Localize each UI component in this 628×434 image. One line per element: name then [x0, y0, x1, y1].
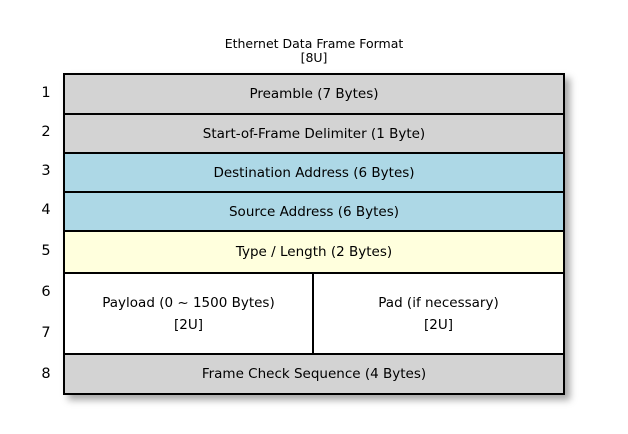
field-label-preamble: Preamble (7 Bytes) [249, 86, 379, 102]
field-label-frame-check-sequence: Frame Check Sequence (4 Bytes) [201, 366, 427, 382]
field-label-source-address: Source Address (6 Bytes) [228, 203, 399, 220]
field-label-pad: Pad (if necessary) [378, 294, 499, 311]
field-cell-payload: Payload (0 ~ 1500 Bytes) [2U] [65, 274, 314, 353]
diagram-title: Ethernet Data Frame Format [8U] [63, 37, 565, 65]
field-unit-payload: [2U] [173, 316, 203, 333]
field-row-preamble: Preamble (7 Bytes) [65, 75, 563, 115]
row-number-4: 4 [41, 202, 51, 218]
diagram-title-unit: [8U] [300, 50, 328, 65]
row-number-5: 5 [41, 243, 51, 259]
field-label-destination-address: Destination Address (6 Bytes) [213, 164, 415, 181]
row-number-6: 6 [41, 284, 51, 300]
field-row-payload-pad: Payload (0 ~ 1500 Bytes) [2U] Pad (if ne… [65, 274, 563, 355]
row-number-2: 2 [41, 124, 51, 140]
field-row-start-of-frame-delimiter: Start-of-Frame Delimiter (1 Byte) [65, 115, 563, 154]
field-label-payload: Payload (0 ~ 1500 Bytes) [102, 294, 275, 311]
field-unit-pad: [2U] [423, 316, 453, 333]
field-label-type-length: Type / Length (2 Bytes) [235, 244, 393, 260]
field-row-destination-address: Destination Address (6 Bytes) [65, 154, 563, 193]
diagram-title-text: Ethernet Data Frame Format [224, 36, 404, 51]
row-number-3: 3 [41, 163, 51, 179]
field-label-start-of-frame-delimiter: Start-of-Frame Delimiter (1 Byte) [202, 125, 426, 142]
row-number-8: 8 [41, 366, 51, 382]
frame-table: Preamble (7 Bytes) Start-of-Frame Delimi… [63, 73, 565, 395]
field-row-frame-check-sequence: Frame Check Sequence (4 Bytes) [65, 355, 563, 393]
row-number-1: 1 [41, 85, 51, 101]
field-row-source-address: Source Address (6 Bytes) [65, 193, 563, 232]
field-row-type-length: Type / Length (2 Bytes) [65, 232, 563, 274]
field-cell-pad: Pad (if necessary) [2U] [314, 274, 563, 353]
row-number-7: 7 [41, 325, 51, 341]
